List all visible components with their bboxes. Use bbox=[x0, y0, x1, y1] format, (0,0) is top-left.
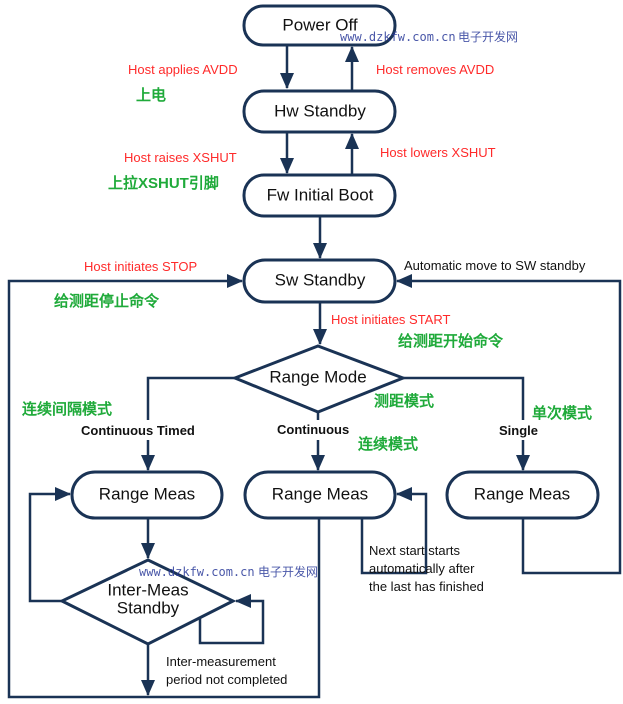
range-meas-timed-label: Range Meas bbox=[99, 484, 195, 503]
label-start-cn: 给测距开始命令 bbox=[398, 332, 504, 350]
range-mode-label: Range Mode bbox=[269, 367, 366, 386]
label-start: Host initiates START bbox=[331, 312, 451, 327]
label-continuous-cn: 连续模式 bbox=[358, 435, 418, 453]
svg-text:www.dzkfw.com.cn: www.dzkfw.com.cn bbox=[340, 30, 456, 44]
fw-boot-label: Fw Initial Boot bbox=[267, 185, 374, 204]
note-next-1: Next start starts bbox=[369, 543, 461, 558]
svg-text:电子开发网: 电子开发网 bbox=[258, 564, 318, 579]
range-meas-single-label: Range Meas bbox=[474, 484, 570, 503]
power-off-label: Power Off bbox=[282, 15, 358, 34]
node-sw-standby bbox=[242, 258, 397, 304]
node-range-meas-continuous bbox=[243, 470, 397, 520]
label-range-mode-cn: 测距模式 bbox=[374, 392, 434, 410]
node-range-meas-timed bbox=[70, 470, 224, 520]
note-next-3: the last has finished bbox=[369, 579, 484, 594]
node-inter-meas-standby bbox=[58, 558, 237, 646]
hw-standby-label: Hw Standby bbox=[274, 101, 366, 120]
inter-meas-label-2: Standby bbox=[117, 598, 180, 617]
node-power-off bbox=[242, 4, 397, 47]
inter-meas-label-1: Inter-Meas bbox=[107, 580, 188, 599]
node-fw-initial-boot bbox=[242, 173, 397, 218]
note-inter-2: period not completed bbox=[166, 672, 287, 687]
label-lowers-xshut: Host lowers XSHUT bbox=[380, 145, 496, 160]
label-removes-avdd: Host removes AVDD bbox=[376, 62, 494, 77]
label-single-cn: 单次模式 bbox=[532, 404, 592, 422]
watermark-bottom: www.dzkfw.com.cn 电子开发网 bbox=[139, 564, 318, 579]
label-raises-xshut: Host raises XSHUT bbox=[124, 150, 237, 165]
label-continuous: Continuous bbox=[277, 422, 349, 437]
note-inter-1: Inter-measurement bbox=[166, 654, 276, 669]
range-meas-cont-label: Range Meas bbox=[272, 484, 368, 503]
node-range-mode bbox=[230, 344, 408, 414]
label-applies-avdd-cn: 上电 bbox=[136, 86, 166, 104]
label-stop-cn: 给测距停止命令 bbox=[54, 292, 160, 310]
connectors bbox=[7, 45, 622, 699]
svg-text:www.dzkfw.com.cn: www.dzkfw.com.cn bbox=[139, 565, 255, 579]
label-raises-xshut-cn: 上拉XSHUT引脚 bbox=[108, 174, 219, 192]
node-hw-standby bbox=[242, 89, 397, 134]
label-single: Single bbox=[499, 423, 538, 438]
label-timed-cn: 连续间隔模式 bbox=[22, 400, 112, 418]
label-stop: Host initiates STOP bbox=[84, 259, 197, 274]
watermark-top: www.dzkfw.com.cn 电子开发网 bbox=[340, 29, 518, 44]
label-applies-avdd: Host applies AVDD bbox=[128, 62, 238, 77]
note-next-2: automatically after bbox=[369, 561, 475, 576]
node-range-meas-single bbox=[445, 470, 600, 520]
sw-standby-label: Sw Standby bbox=[275, 270, 366, 289]
label-timed: Continuous Timed bbox=[81, 423, 195, 438]
label-auto-move: Automatic move to SW standby bbox=[404, 258, 586, 273]
svg-text:电子开发网: 电子开发网 bbox=[458, 29, 518, 44]
